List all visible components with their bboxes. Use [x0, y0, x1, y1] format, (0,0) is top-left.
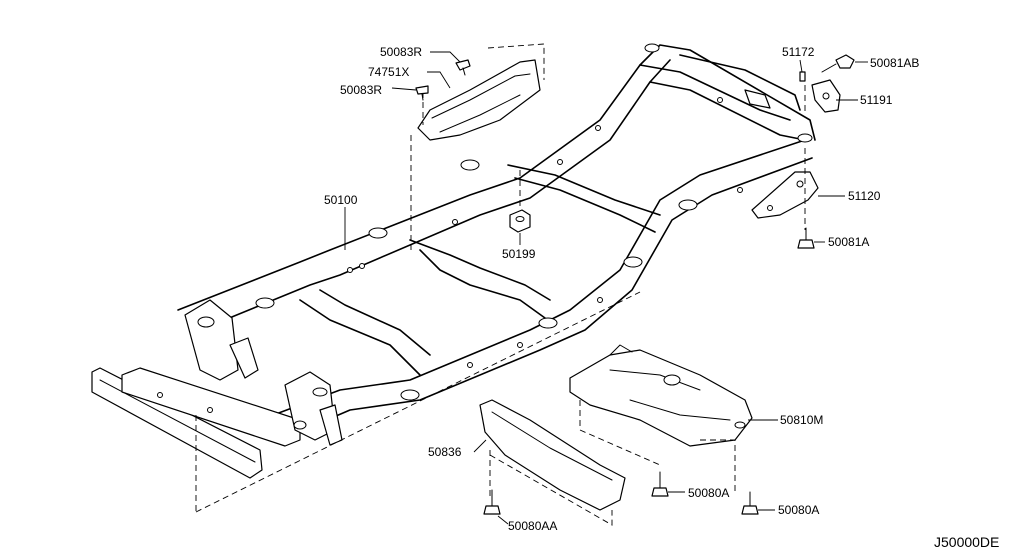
label-50081AB: 50081AB: [870, 56, 919, 70]
label-50199: 50199: [502, 247, 536, 261]
front-cover-part: [479, 399, 626, 526]
label-74751X: 74751X: [368, 65, 409, 79]
bracket-51120: [751, 148, 819, 230]
label-50081A: 50081A: [828, 235, 869, 249]
label-51172: 51172: [782, 45, 815, 59]
bolt-50080A-1-icon: [651, 471, 669, 497]
label-50083R-top: 50083R: [380, 45, 422, 59]
frame-rubber-part: [509, 170, 531, 233]
chassis-frame: [91, 43, 816, 479]
bolt-50081AB-icon: [821, 54, 855, 73]
bolt-50080A-2-icon: [741, 491, 759, 515]
label-50080A-1: 50080A: [688, 486, 729, 500]
label-50080A-2: 50080A: [778, 503, 819, 517]
label-50810M: 50810M: [780, 413, 823, 427]
bolt-50080AA-icon: [483, 489, 501, 515]
clip-50083R-mid: [415, 85, 429, 101]
label-50080AA: 50080AA: [508, 519, 557, 533]
clip-50083R-top: [455, 59, 471, 76]
label-51120: 51120: [848, 189, 881, 203]
label-50083R-mid: 50083R: [340, 83, 382, 97]
diagram-code: J50000DE: [934, 534, 999, 550]
bolt-50081A-icon: [797, 227, 815, 249]
leader-lines: [344, 51, 868, 525]
bracket-51191: [811, 79, 841, 113]
label-51191: 51191: [860, 93, 893, 107]
heat-shield-part: [410, 43, 545, 250]
under-cover-part: [569, 344, 753, 492]
label-50836: 50836: [428, 445, 462, 459]
label-50100: 50100: [324, 193, 358, 207]
pin-51172: [799, 71, 806, 82]
